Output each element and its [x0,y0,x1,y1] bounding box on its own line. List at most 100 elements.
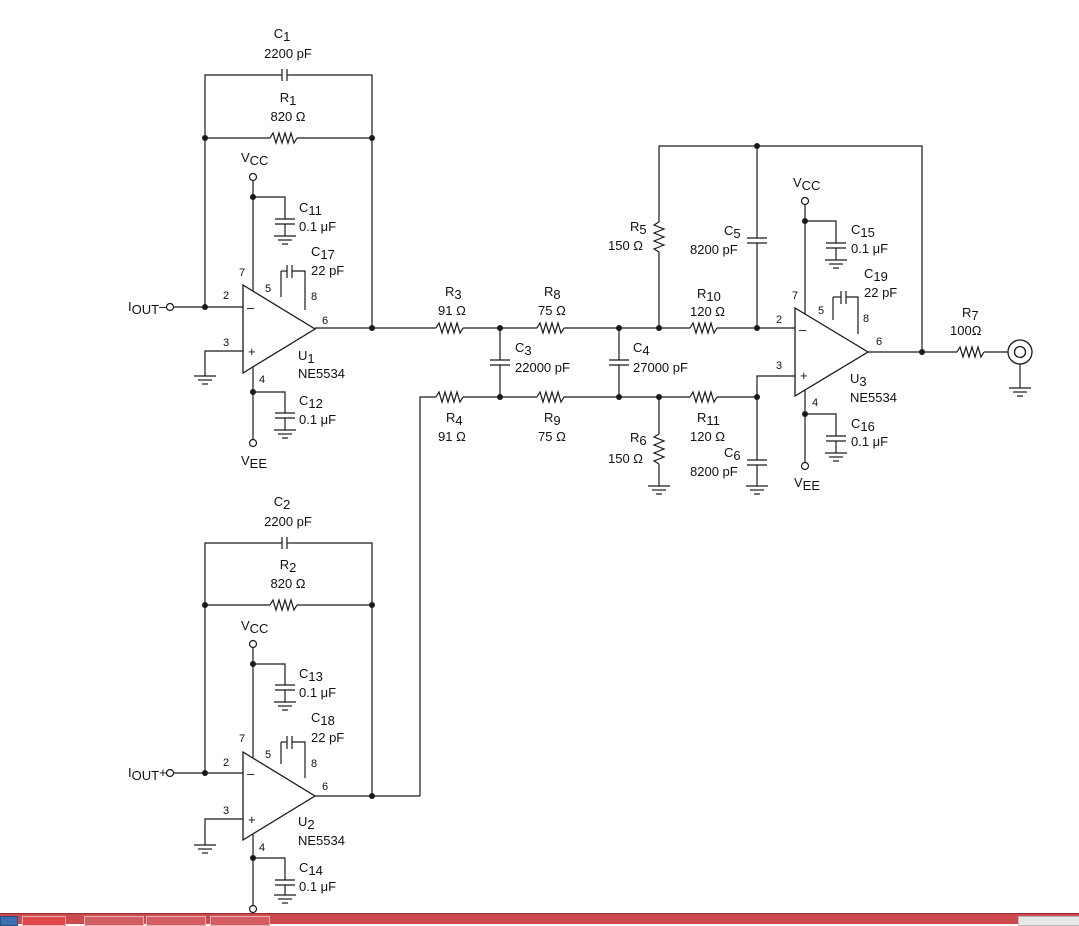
system-tray[interactable] [1018,916,1079,926]
r6-label: R6 [630,430,647,448]
vcc-label-u1: VCC [241,150,268,168]
r10-label: R10 [697,286,721,304]
c12-label: C12 [299,393,323,411]
iout-plus-label: IOUT+ [128,765,167,783]
c11-label: C11 [299,200,322,218]
r7-value: 100Ω [950,323,982,338]
r2-value: 820 Ω [270,576,305,591]
start-button[interactable] [0,916,18,926]
c19-value: 22 pF [864,285,897,300]
u2-block: C2 2200 pF R2 820 Ω VCC C13 0.1 μF C18 2… [128,494,420,913]
r7-label: R7 [962,305,979,323]
u1-minus-sign: – [247,300,255,315]
u1-pin3: 3 [223,337,229,349]
u3-pin2: 2 [776,314,782,326]
opamp-u2-triangle [242,750,317,842]
opamp-u3-triangle [794,306,870,398]
c14-label: C14 [299,860,323,878]
r1-value: 820 Ω [270,109,305,124]
u2-pin4: 4 [259,842,265,854]
vee-label-u1: VEE [241,453,267,471]
c17-value: 22 pF [311,263,344,278]
u3-pin8: 8 [863,313,869,325]
filter-network: R3 91 Ω R8 75 Ω R10 120 Ω C3 22000 pF C4… [372,143,923,796]
u1-pin2: 2 [223,290,229,302]
u2-pin7: 7 [239,733,245,745]
u3-plus-sign: + [800,368,808,383]
c14-value: 0.1 μF [299,879,336,894]
c15-value: 0.1 μF [851,241,888,256]
r3-label: R3 [445,284,462,302]
c17-label: C17 [311,244,335,262]
u1-pin8: 8 [311,291,317,303]
c18-label: C18 [311,710,335,728]
r11-label: R11 [697,410,720,428]
r1-label: R1 [280,90,297,108]
vcc-label-u3: VCC [793,175,820,193]
u3-part: NE5534 [850,390,897,405]
c19-label: C19 [864,266,888,284]
c11-value: 0.1 μF [299,219,336,234]
r8-value: 75 Ω [538,303,566,318]
c13-value: 0.1 μF [299,685,336,700]
u2-label: U2 [298,814,315,832]
r5-value: 150 Ω [608,238,643,253]
vee-label-u3: VEE [794,475,820,493]
u2-part: NE5534 [298,833,345,848]
r6-value: 150 Ω [608,451,643,466]
c4-label: C4 [633,340,650,358]
r3-value: 91 Ω [438,303,466,318]
c18-value: 22 pF [311,730,344,745]
vcc-label-u2: VCC [241,618,268,636]
r4-value: 91 Ω [438,429,466,444]
taskbar-app-button[interactable] [210,916,270,926]
c6-value: 8200 pF [690,464,738,479]
u1-pin4: 4 [259,374,265,386]
u1-pin6: 6 [322,315,328,327]
u1-block: C1 2200 pF R1 820 Ω VCC C11 0.1 μF C17 2… [128,26,375,471]
c3-value: 22000 pF [515,360,570,375]
taskbar [0,913,1079,926]
u3-pin3: 3 [776,360,782,372]
c1-label: C1 [274,26,291,44]
u3-pin6: 6 [876,336,882,348]
u2-pin2: 2 [223,757,229,769]
c5-value: 8200 pF [690,242,738,257]
c13-label: C13 [299,666,323,684]
r5-label: R5 [630,219,647,237]
c16-value: 0.1 μF [851,434,888,449]
u2-pin6: 6 [322,781,328,793]
taskbar-app-button[interactable] [146,916,206,926]
u3-minus-sign: – [799,322,807,337]
r4-label: R4 [446,410,463,428]
c3-label: C3 [515,340,532,358]
u2-pin8: 8 [311,758,317,770]
u1-label: U1 [298,348,315,366]
u1-pin5: 5 [265,283,271,295]
taskbar-app-button[interactable] [22,916,66,926]
u1-part: NE5534 [298,366,345,381]
c12-value: 0.1 μF [299,412,336,427]
r11-value: 120 Ω [690,429,725,444]
r9-label: R9 [544,410,561,428]
c1-value: 2200 pF [264,46,312,61]
taskbar-app-button[interactable] [84,916,144,926]
c4-value: 27000 pF [633,360,688,375]
u2-pin3: 3 [223,805,229,817]
r10-value: 120 Ω [690,304,725,319]
u3-block: VCC C15 0.1 μF C19 22 pF 7 5 8 2 3 4 6 –… [776,175,1033,493]
u3-pin5: 5 [818,305,824,317]
r8-label: R8 [544,284,561,302]
c16-label: C16 [851,416,875,434]
opamp-u1-triangle [242,283,317,375]
u1-pin7: 7 [239,267,245,279]
iout-minus-label: IOUT– [128,299,167,317]
c15-label: C15 [851,222,875,240]
u2-plus-sign: + [248,812,256,827]
u3-pin7: 7 [792,290,798,302]
u2-pin5: 5 [265,749,271,761]
c6-label: C6 [724,445,741,463]
c2-value: 2200 pF [264,514,312,529]
u3-label: U3 [850,371,867,389]
